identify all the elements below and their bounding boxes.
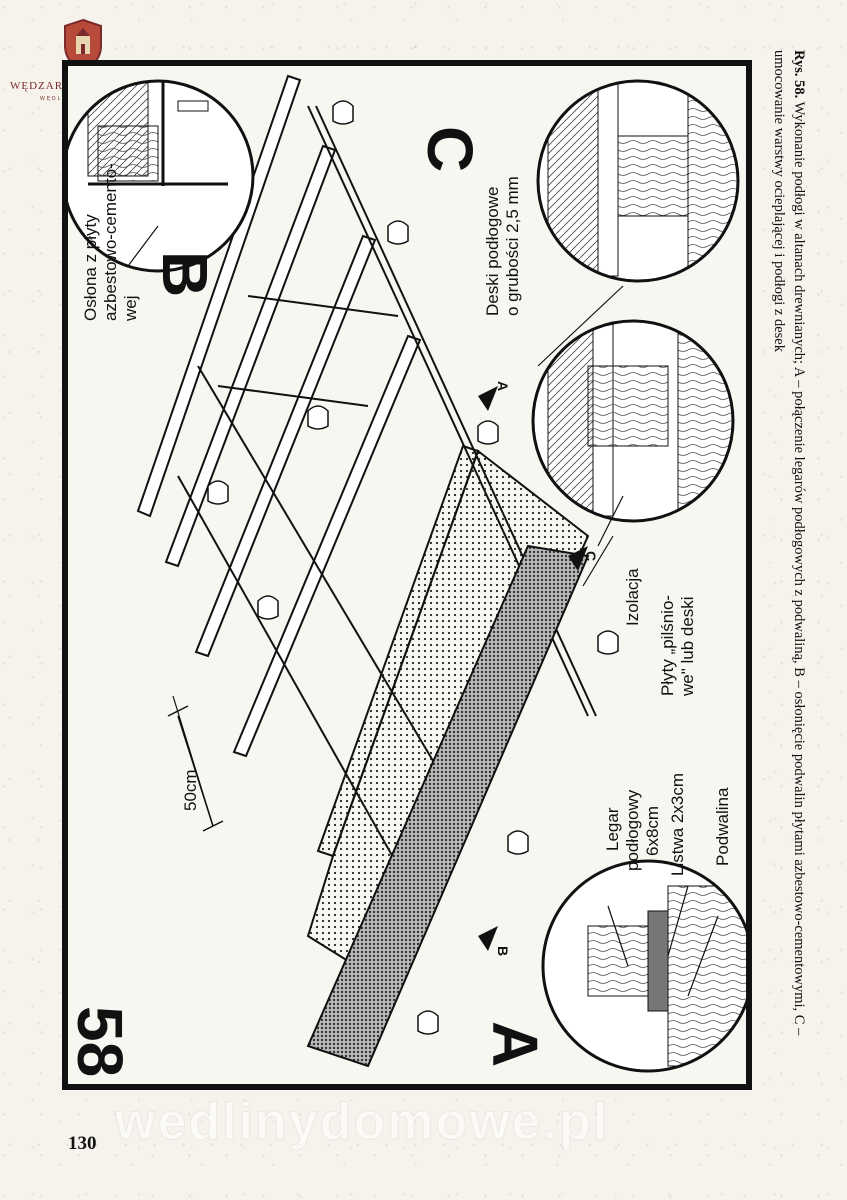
detail-circle-c-bottom — [531, 319, 735, 523]
label-podwalina: Podwalina — [713, 787, 732, 866]
dimension-50cm — [167, 705, 224, 832]
view-letter-a: A — [479, 1021, 551, 1067]
label-oslona-3: wej — [121, 295, 140, 322]
view-letter-c: C — [414, 126, 486, 172]
label-legar-1: Legar — [603, 807, 622, 851]
figure-frame: C B A 58 A C B Osłona z płyty azbestowo-… — [62, 60, 752, 1090]
label-listwa: Listwa 2x3cm — [668, 773, 687, 876]
finished-floor-panel — [306, 544, 590, 1068]
label-legar-3: 6x8cm — [643, 806, 662, 856]
label-plyty-1: Płyty „pilśnio- — [658, 595, 677, 696]
figure-number: 58 — [68, 1006, 136, 1077]
arrow-label-b: B — [495, 946, 511, 956]
watermark: wedlinydomowe.pl — [114, 1093, 610, 1152]
caption-number: Rys. 58. — [791, 50, 807, 99]
caption-text: Wykonanie podłogi w altanach drewnianych… — [771, 50, 807, 1036]
label-izolacja: Izolacja — [623, 568, 642, 626]
detail-circle-b — [68, 79, 255, 273]
figure-drawing: C B A 58 A C B Osłona z płyty azbestowo-… — [68, 74, 746, 1077]
detail-circle-a — [541, 859, 746, 1073]
figure-caption: Rys. 58. Wykonanie podłogi w altanach dr… — [769, 50, 809, 1100]
detail-circle-c-top — [536, 79, 740, 283]
label-deski-2: o grubości 2,5 mm — [503, 176, 522, 316]
label-oslona-2: azbestowo-cemento- — [101, 163, 120, 321]
arrow-label-a: A — [495, 381, 511, 391]
label-deski-1: Deski podłogowe — [483, 187, 502, 316]
floor-joists — [136, 74, 422, 758]
page-number: 130 — [68, 1133, 97, 1154]
foundation-posts — [207, 100, 619, 1035]
label-legar-2: podłogowy — [623, 789, 642, 871]
arrow-label-c: C — [583, 551, 599, 561]
label-plyty-2: we" lub deski — [678, 596, 697, 697]
caption-wrap: Rys. 58. Wykonanie podłogi w altanach dr… — [765, 50, 825, 1100]
view-letter-b: B — [149, 251, 221, 297]
label-dimension: 50cm — [181, 769, 200, 811]
label-oslona-1: Osłona z płyty — [81, 214, 100, 321]
